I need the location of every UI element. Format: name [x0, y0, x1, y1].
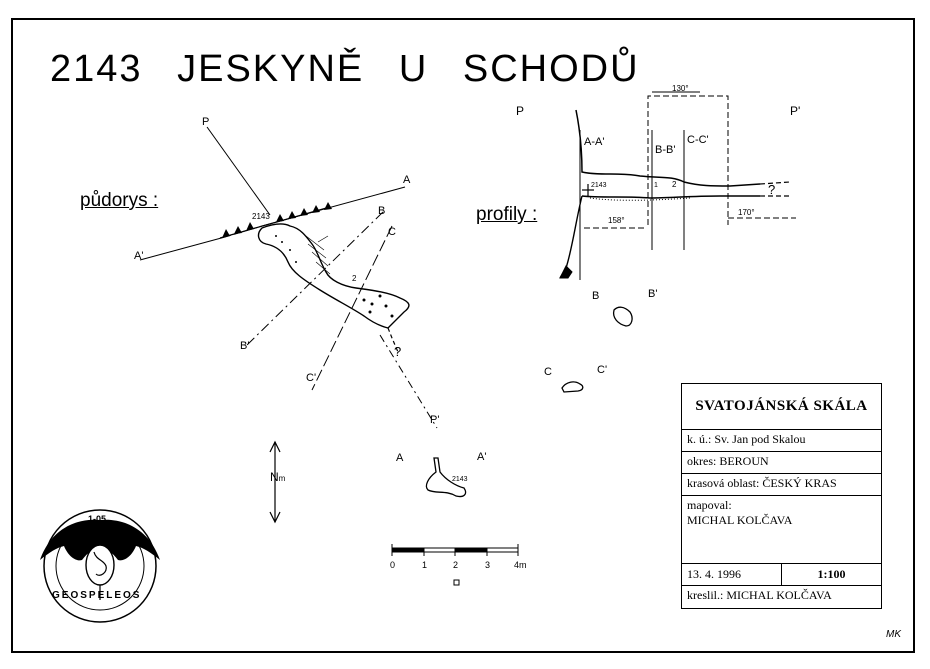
map-scale: 1:100: [817, 567, 846, 581]
scale-tick-0: 0: [390, 560, 396, 570]
cross-sections: [425, 306, 633, 498]
district: okres: BEROUN: [682, 452, 881, 474]
section-a-prime-label: A': [477, 451, 487, 463]
section-c-prime-label: C': [597, 364, 608, 376]
plan-heading: půdorys :: [80, 190, 159, 211]
plan-unexplored-mark: ?: [394, 344, 402, 359]
bat-wings: [40, 519, 160, 561]
geospeleos-logo: [40, 509, 160, 623]
profile-ceiling: [575, 109, 761, 187]
cadastral-area: k. ú.: Sv. Jan pod Skalou: [682, 430, 881, 452]
plan-label-p: P: [202, 116, 210, 128]
profile-floor: [581, 195, 760, 199]
title-word-3: SCHODŮ: [462, 48, 640, 90]
line-a-prime: [139, 236, 226, 261]
surveyed-by-label: mapoval:: [687, 498, 732, 512]
surveyed-by-name: MICHAL KOLČAVA: [687, 513, 793, 527]
surveyed-by: mapoval: MICHAL KOLČAVA: [682, 496, 881, 564]
rock-dots: [275, 235, 394, 318]
cave-number: 2143: [50, 48, 143, 90]
section-a-label: A: [396, 452, 404, 464]
section-c-label: C: [544, 366, 552, 378]
plan-label-c: C: [388, 226, 396, 238]
profile-label-p: P: [516, 104, 525, 118]
section-a: [425, 457, 467, 498]
plan-label-a-prime: A': [134, 250, 144, 262]
scale-tick-3: 3: [485, 560, 491, 570]
profile-point-2: 2: [672, 180, 677, 189]
profile-point-1: 1: [654, 182, 658, 189]
section-entrance-label: 2143: [452, 476, 468, 483]
section-c: [561, 381, 584, 393]
plan-view: [139, 126, 438, 429]
title-word-2: U: [398, 48, 429, 90]
title-block: SVATOJÁNSKÁ SKÁLA k. ú.: Sv. Jan pod Ska…: [681, 383, 882, 609]
plan-label-p-prime: P': [430, 414, 440, 426]
drip-line-teeth: [222, 202, 332, 238]
logo-code: 1-05: [88, 514, 107, 524]
drawn-by: kreslil.: MICHAL KOLČAVA: [687, 588, 832, 602]
section-b: [612, 306, 633, 327]
profile-dim-2: 158°: [608, 216, 625, 225]
scale-tick-1: 1: [422, 560, 428, 570]
section-b-label: B: [592, 290, 600, 302]
logo-name: GEOSPELEOS: [52, 590, 142, 601]
profile-label-p-prime: P': [790, 104, 801, 118]
plan-label-c-prime: C': [306, 372, 317, 384]
plan-entrance-label: 2143: [252, 212, 270, 221]
projection-box: [647, 95, 729, 225]
profile-unexplored-mark: ?: [768, 182, 776, 197]
profile-label-aa: A-A': [584, 136, 605, 148]
karst-region: krasová oblast: ČESKÝ KRAS: [682, 474, 881, 496]
scale-tick-2: 2: [453, 560, 459, 570]
north-label: Nm: [270, 470, 286, 484]
scale-tick-4: 4m: [514, 560, 527, 570]
profile-entrance-label: 2143: [591, 182, 607, 189]
locality-header: SVATOJÁNSKÁ SKÁLA: [682, 384, 881, 430]
cave-outline-plan: [257, 223, 410, 329]
line-b: [246, 211, 384, 346]
profile-dim-1: 130°: [672, 84, 689, 93]
section-b-prime-label: B': [648, 288, 658, 300]
date-scale-row: 13. 4. 1996 1:100: [682, 564, 881, 586]
line-p-prime: [379, 334, 438, 429]
profile-dim-3: 170°: [738, 208, 755, 217]
scale-bar: [391, 544, 519, 586]
plan-point-2: 2: [352, 274, 357, 283]
profile-label-bb: B-B': [655, 144, 676, 156]
north-arrow: [269, 440, 281, 524]
profile-label-cc: C-C': [687, 134, 709, 146]
plan-label-a: A: [403, 174, 411, 186]
plan-label-b: B: [378, 205, 386, 217]
profile-view: [559, 91, 796, 280]
sediment-hatching: [305, 235, 331, 275]
survey-date: 13. 4. 1996: [682, 564, 782, 585]
author-initials: MK: [886, 629, 901, 640]
line-p: [206, 126, 271, 216]
profile-heading: profily :: [476, 204, 538, 225]
map-frame: [11, 18, 915, 653]
plan-label-b-prime: B': [240, 340, 250, 352]
title-word-1: JESKYNĚ: [177, 48, 365, 90]
page-title: 2143 JESKYNĚ U SCHODŮ: [50, 48, 640, 91]
